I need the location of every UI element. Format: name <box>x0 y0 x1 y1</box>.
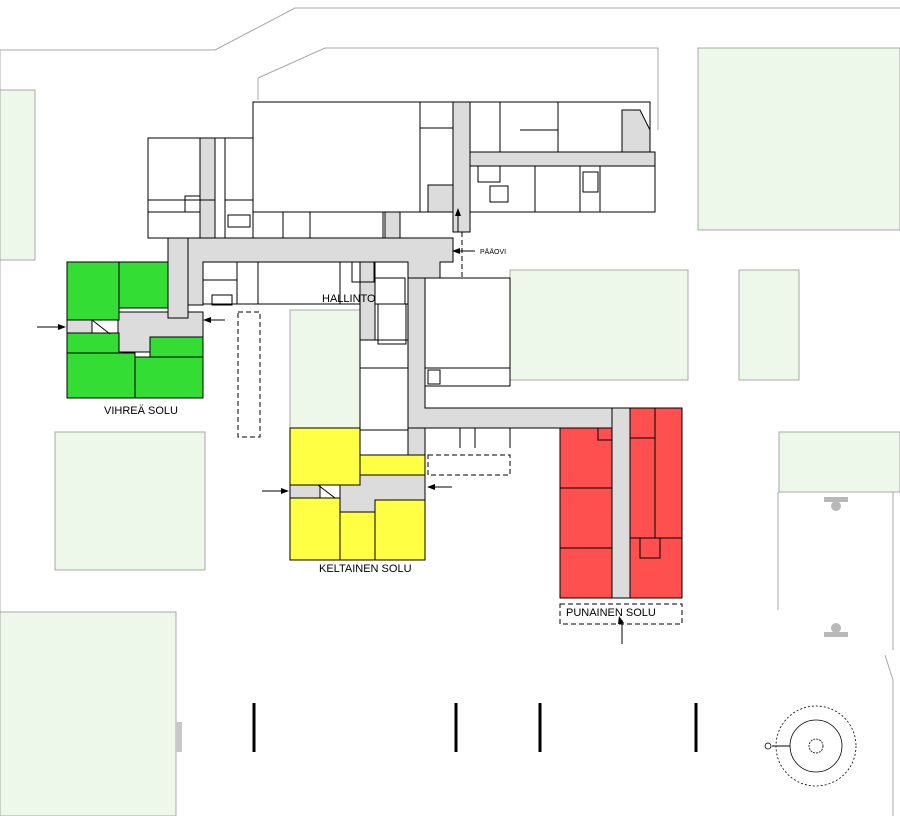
label-paaovi: PÄÄOVI <box>480 248 506 256</box>
arrow-icon <box>281 488 289 494</box>
playground-equipment <box>824 497 848 637</box>
label-hallinto: HALLINTO <box>322 293 376 305</box>
arrow-icon <box>455 208 461 216</box>
circular-play-area <box>764 705 857 787</box>
arrow-icon <box>203 317 211 323</box>
green-wing <box>66 261 204 399</box>
label-vihrea-solu: VIHREÄ SOLU <box>104 405 178 417</box>
yellow-wing <box>289 427 426 561</box>
entrance-arrows <box>37 208 624 644</box>
interior-walls <box>148 102 601 448</box>
label-keltainen-solu: KELTAINEN SOLU <box>319 563 412 575</box>
red-wing <box>559 407 683 599</box>
building-rooms <box>147 101 656 431</box>
arrow-icon <box>618 616 624 624</box>
dashed-outlines <box>237 232 683 625</box>
arrow-icon <box>58 324 66 330</box>
arrow-icon <box>452 248 460 254</box>
arrow-icon <box>427 484 435 490</box>
site-outline <box>0 7 900 816</box>
label-punainen-solu: PUNAINEN SOLU <box>566 607 656 619</box>
parking-lines <box>252 703 698 752</box>
corridors <box>66 101 656 599</box>
yard-areas <box>0 47 900 816</box>
